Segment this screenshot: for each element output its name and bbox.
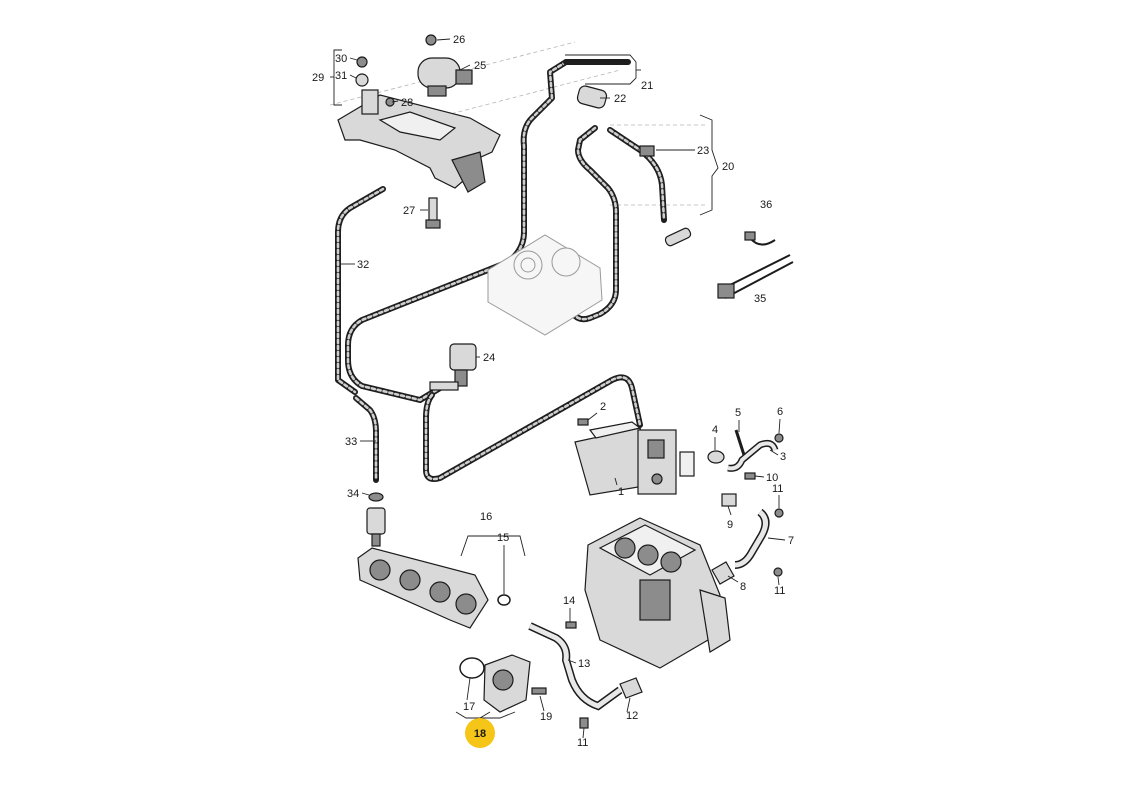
pipe-13 bbox=[528, 621, 643, 729]
callout-17: 17 bbox=[463, 701, 475, 713]
vacuum-pump-25 bbox=[417, 34, 473, 97]
callout-35: 35 bbox=[754, 293, 766, 305]
callout-4: 4 bbox=[712, 424, 718, 436]
bolt-27 bbox=[425, 197, 441, 229]
callout-36: 36 bbox=[760, 199, 772, 211]
callout-10: 10 bbox=[766, 472, 778, 484]
callout-11b: 11 bbox=[774, 585, 785, 597]
connectors-top-right bbox=[576, 85, 692, 247]
callout-6: 6 bbox=[777, 406, 783, 418]
callout-21: 21 bbox=[641, 80, 653, 92]
o-ring-17 bbox=[459, 657, 485, 679]
filter-34 bbox=[366, 492, 386, 547]
callout-11a: 11 bbox=[772, 483, 783, 495]
intake-manifold-16 bbox=[357, 547, 489, 629]
callout-24: 24 bbox=[483, 352, 495, 364]
callout-11c: 11 bbox=[577, 737, 588, 749]
bolt-19 bbox=[531, 687, 547, 695]
callout-8: 8 bbox=[740, 581, 746, 593]
callout-labels: 1 2 3 4 5 6 7 8 9 10 11 11 11 11 12 13 1… bbox=[312, 34, 794, 749]
engine-head-ghost bbox=[487, 234, 603, 336]
egr-cooler-1 bbox=[574, 421, 695, 496]
o-ring-15 bbox=[497, 594, 511, 606]
callout-16: 16 bbox=[480, 511, 492, 523]
callout-23: 23 bbox=[697, 145, 709, 157]
leader-lines bbox=[330, 38, 786, 739]
callout-18: 18 bbox=[474, 728, 486, 740]
callout-7: 7 bbox=[788, 535, 794, 547]
callout-31: 31 bbox=[335, 70, 347, 82]
callout-28: 28 bbox=[401, 97, 413, 109]
callout-3: 3 bbox=[780, 451, 786, 463]
small-fittings bbox=[577, 418, 784, 585]
callout-32: 32 bbox=[357, 259, 369, 271]
callout-33: 33 bbox=[345, 436, 357, 448]
callout-9: 9 bbox=[727, 519, 733, 531]
callout-34: 34 bbox=[347, 488, 359, 500]
callout-27: 27 bbox=[403, 205, 415, 217]
callout-20: 20 bbox=[722, 161, 734, 173]
highlight-badge bbox=[465, 718, 495, 748]
callout-25: 25 bbox=[474, 60, 486, 72]
callout-22: 22 bbox=[614, 93, 626, 105]
callout-26: 26 bbox=[453, 34, 465, 46]
callout-12: 12 bbox=[626, 710, 638, 722]
callout-1: 1 bbox=[618, 486, 624, 498]
clamps-35-36 bbox=[717, 231, 794, 299]
callout-2: 2 bbox=[600, 401, 606, 413]
callout-5: 5 bbox=[735, 407, 741, 419]
callout-19: 19 bbox=[540, 711, 552, 723]
callout-30: 30 bbox=[335, 53, 347, 65]
callout-18-highlight[interactable]: 18 bbox=[465, 718, 495, 748]
callout-15: 15 bbox=[497, 532, 509, 544]
callout-13: 13 bbox=[578, 658, 590, 670]
callout-29: 29 bbox=[312, 72, 324, 84]
throttle-body-18 bbox=[483, 654, 531, 713]
engine-block bbox=[584, 517, 731, 669]
callout-14: 14 bbox=[563, 595, 575, 607]
valve-24 bbox=[429, 343, 477, 391]
bracket-assembly bbox=[337, 56, 501, 193]
